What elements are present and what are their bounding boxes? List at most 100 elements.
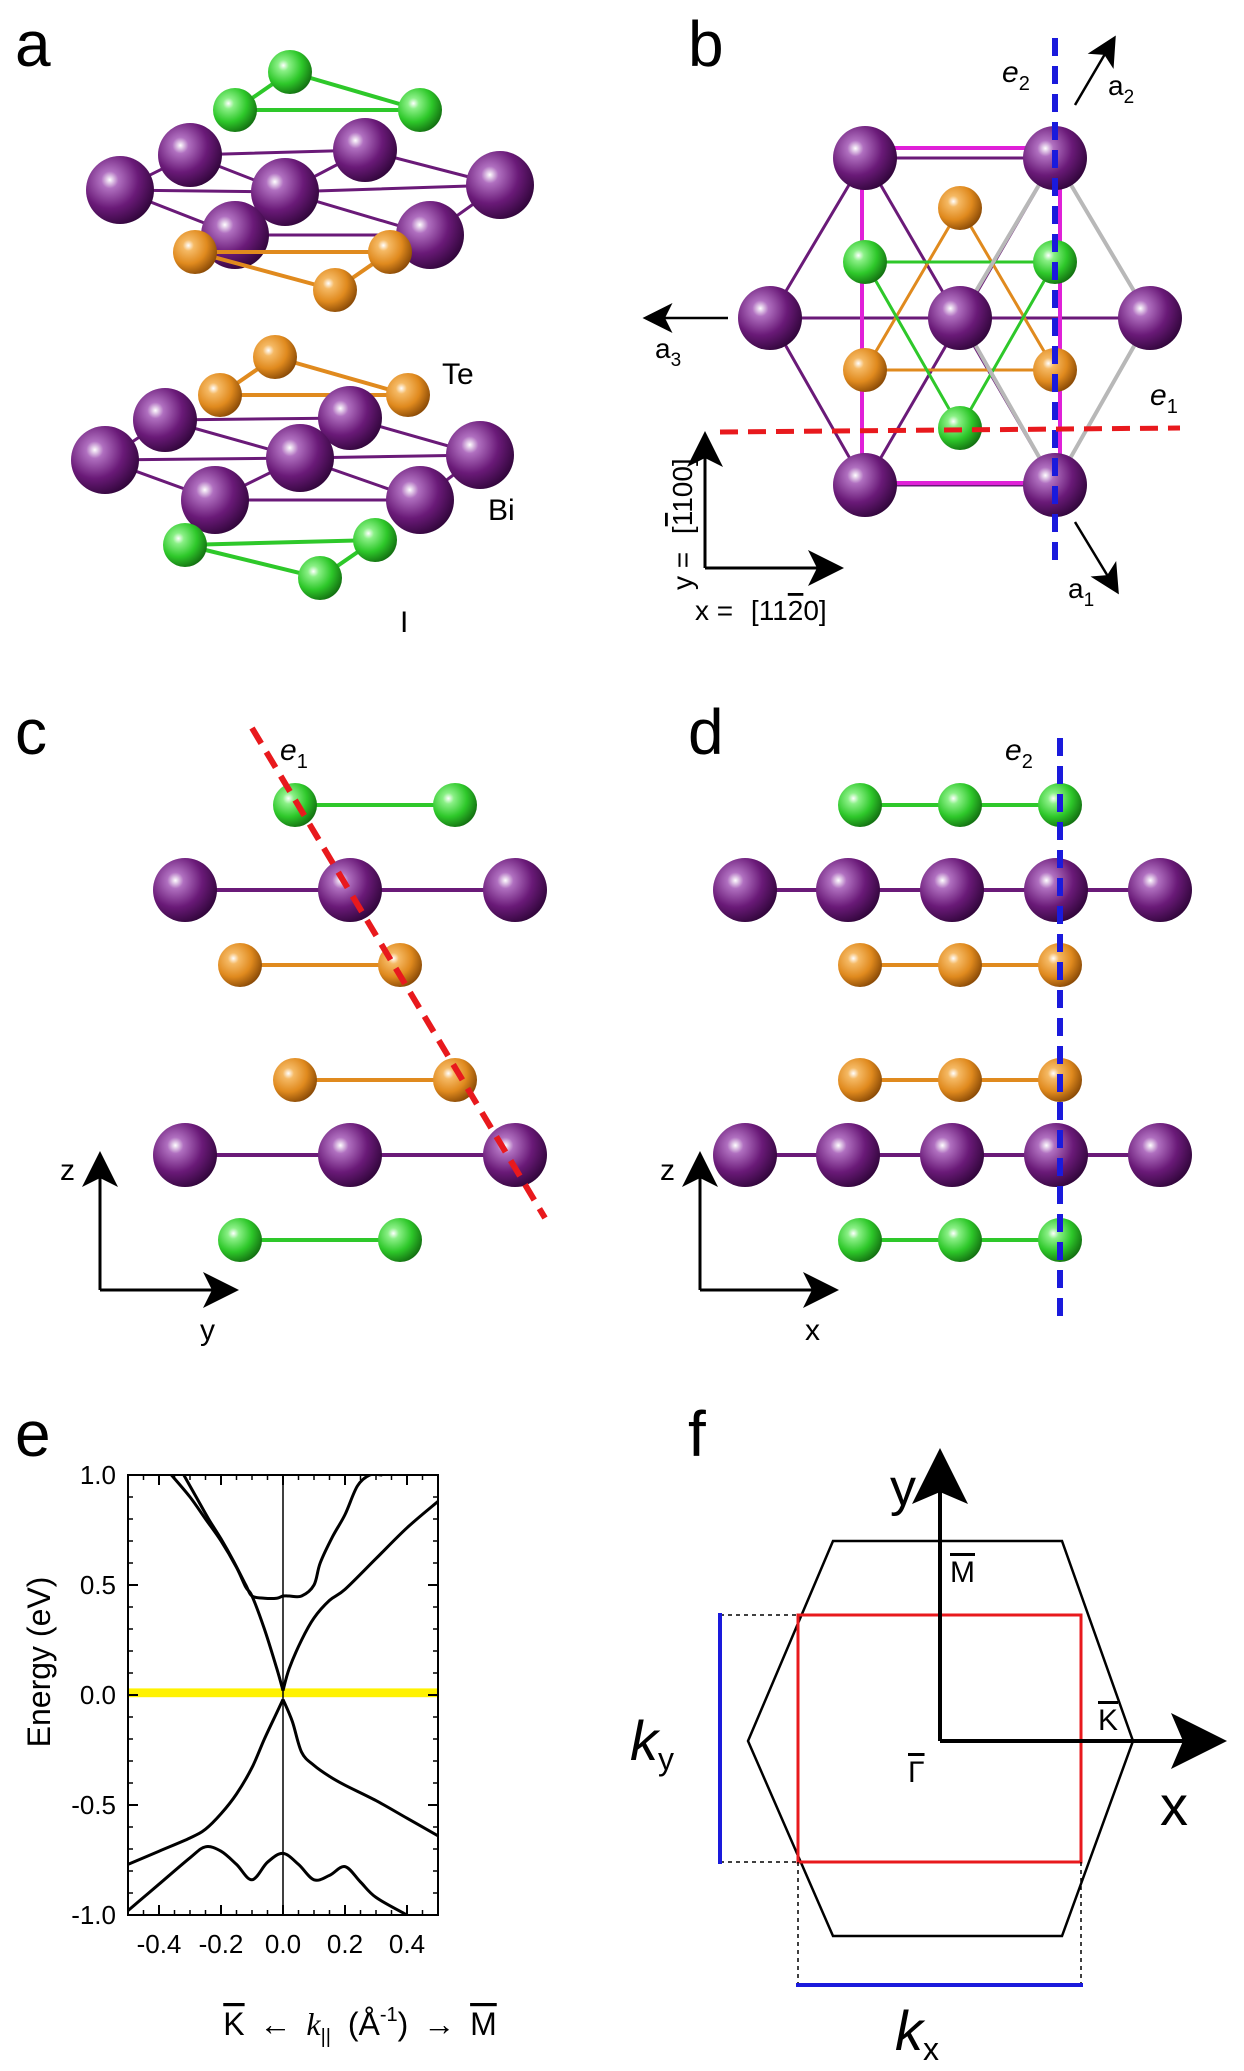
bi-atom bbox=[333, 118, 397, 182]
bi-atom bbox=[738, 286, 802, 350]
i-atom bbox=[218, 1218, 262, 1262]
i-atom bbox=[213, 88, 257, 132]
panel-a-crystal: Te Bi I bbox=[71, 50, 534, 639]
te-atom bbox=[1033, 348, 1077, 392]
panel-c-sideview: e1 z y bbox=[60, 726, 548, 1347]
bi-atom bbox=[483, 858, 547, 922]
e1-edge-line bbox=[249, 726, 548, 1220]
bi-atom bbox=[928, 286, 992, 350]
bi-atom bbox=[833, 453, 897, 517]
panel-f-brillouin-zone: y x Γ M K ky kx bbox=[630, 1448, 1227, 2067]
panel-label-f: f bbox=[688, 1398, 706, 1470]
bi-atom bbox=[318, 858, 382, 922]
bi-atom bbox=[1118, 286, 1182, 350]
e2-label: e2 bbox=[1005, 734, 1033, 773]
bi-atom bbox=[1023, 453, 1087, 517]
te-atom bbox=[386, 373, 430, 417]
bi-atom bbox=[1024, 1123, 1088, 1187]
gamma-point-label: Γ bbox=[908, 1756, 925, 1789]
te-atom bbox=[273, 1058, 317, 1102]
i-atom bbox=[938, 1218, 982, 1262]
bi-atom bbox=[466, 151, 534, 219]
bi-atom bbox=[266, 424, 334, 492]
x-axis-label: x bbox=[1160, 1774, 1188, 1837]
bi-atom bbox=[833, 126, 897, 190]
bi-atom bbox=[133, 388, 197, 452]
te-atom bbox=[843, 348, 887, 392]
band-line-4 bbox=[128, 1698, 285, 1866]
i-atom bbox=[433, 783, 477, 827]
y-tick-label: 1.0 bbox=[80, 1460, 116, 1490]
bi-atom bbox=[158, 123, 222, 187]
bi-label: Bi bbox=[488, 494, 515, 527]
i-atom bbox=[353, 518, 397, 562]
i-atom bbox=[843, 240, 887, 284]
bi-atom bbox=[920, 1123, 984, 1187]
te-atom bbox=[198, 373, 242, 417]
bi-atom bbox=[153, 858, 217, 922]
bi-atom bbox=[1128, 1123, 1192, 1187]
te-layer-bottom bbox=[198, 335, 430, 417]
bi-atoms-top bbox=[86, 118, 534, 269]
te-atoms bbox=[843, 186, 1077, 392]
panel-d-sideview: e2 z x bbox=[660, 734, 1192, 1347]
bi-atom bbox=[1128, 858, 1192, 922]
bi-atom bbox=[816, 858, 880, 922]
x-tick-label: -0.4 bbox=[137, 1929, 182, 1959]
hexagonal-bz bbox=[746, 1539, 1135, 1938]
te-atom bbox=[173, 230, 217, 274]
y-tick-label: -1.0 bbox=[71, 1900, 116, 1930]
bi-atom bbox=[396, 201, 464, 269]
panel-label-e: e bbox=[15, 1398, 51, 1470]
bi-atom bbox=[920, 858, 984, 922]
te-atom bbox=[938, 186, 982, 230]
m-point-label: M bbox=[950, 1556, 975, 1589]
i-layer-bottom bbox=[163, 518, 397, 600]
i-atom bbox=[378, 1218, 422, 1262]
te-lattice-lines bbox=[862, 205, 1058, 372]
y-axis-title: Energy (eV) bbox=[21, 1577, 57, 1748]
bi-atom bbox=[71, 426, 139, 494]
x-tick-label: 0.0 bbox=[265, 1929, 301, 1959]
x-tick-label: 0.4 bbox=[389, 1929, 425, 1959]
x-tick-label: -0.2 bbox=[199, 1929, 244, 1959]
bi-atom bbox=[86, 156, 154, 224]
x-axis-label: x = [1120] bbox=[695, 595, 827, 626]
i-atom bbox=[398, 88, 442, 132]
panel-b-topview: e2 e1 a2 a3 a1 x = [1120] y = [1100] bbox=[642, 35, 1182, 626]
band-line-1 bbox=[170, 1475, 285, 1692]
band-line-5 bbox=[281, 1698, 438, 1838]
a1-arrow bbox=[1073, 521, 1119, 595]
side-atoms bbox=[713, 783, 1192, 1262]
a2-label: a2 bbox=[1108, 70, 1134, 108]
i-label: I bbox=[400, 606, 408, 639]
te-label: Te bbox=[442, 358, 474, 391]
e2-label: e2 bbox=[1002, 56, 1030, 95]
te-atom bbox=[838, 943, 882, 987]
y-axis-label: y = [1100] bbox=[667, 458, 698, 590]
y-tick-label: 0.5 bbox=[80, 1570, 116, 1600]
i-atom bbox=[163, 523, 207, 567]
te-atom bbox=[313, 268, 357, 312]
i-lattice-lines bbox=[862, 260, 1058, 432]
band-line-2 bbox=[281, 1500, 438, 1692]
i-atom bbox=[838, 783, 882, 827]
a3-label: a3 bbox=[655, 333, 681, 371]
te-atom bbox=[218, 943, 262, 987]
e1-edge-line bbox=[719, 425, 1181, 435]
y-axis-label: y bbox=[200, 1314, 215, 1347]
panel-label-d: d bbox=[688, 696, 724, 768]
x-axis-title: K ← k|| (Å-1) → M bbox=[223, 2004, 497, 2050]
projection-guides bbox=[720, 1614, 1082, 1985]
bi-atom bbox=[816, 1123, 880, 1187]
bi-atom bbox=[446, 421, 514, 489]
te-atom bbox=[253, 335, 297, 379]
bi-atom bbox=[318, 1123, 382, 1187]
kx-label: kx bbox=[895, 1999, 939, 2067]
x-tick-label: 0.2 bbox=[327, 1929, 363, 1959]
te-atom bbox=[838, 1058, 882, 1102]
ky-label: ky bbox=[630, 1709, 674, 1777]
bi-atom bbox=[251, 158, 319, 226]
